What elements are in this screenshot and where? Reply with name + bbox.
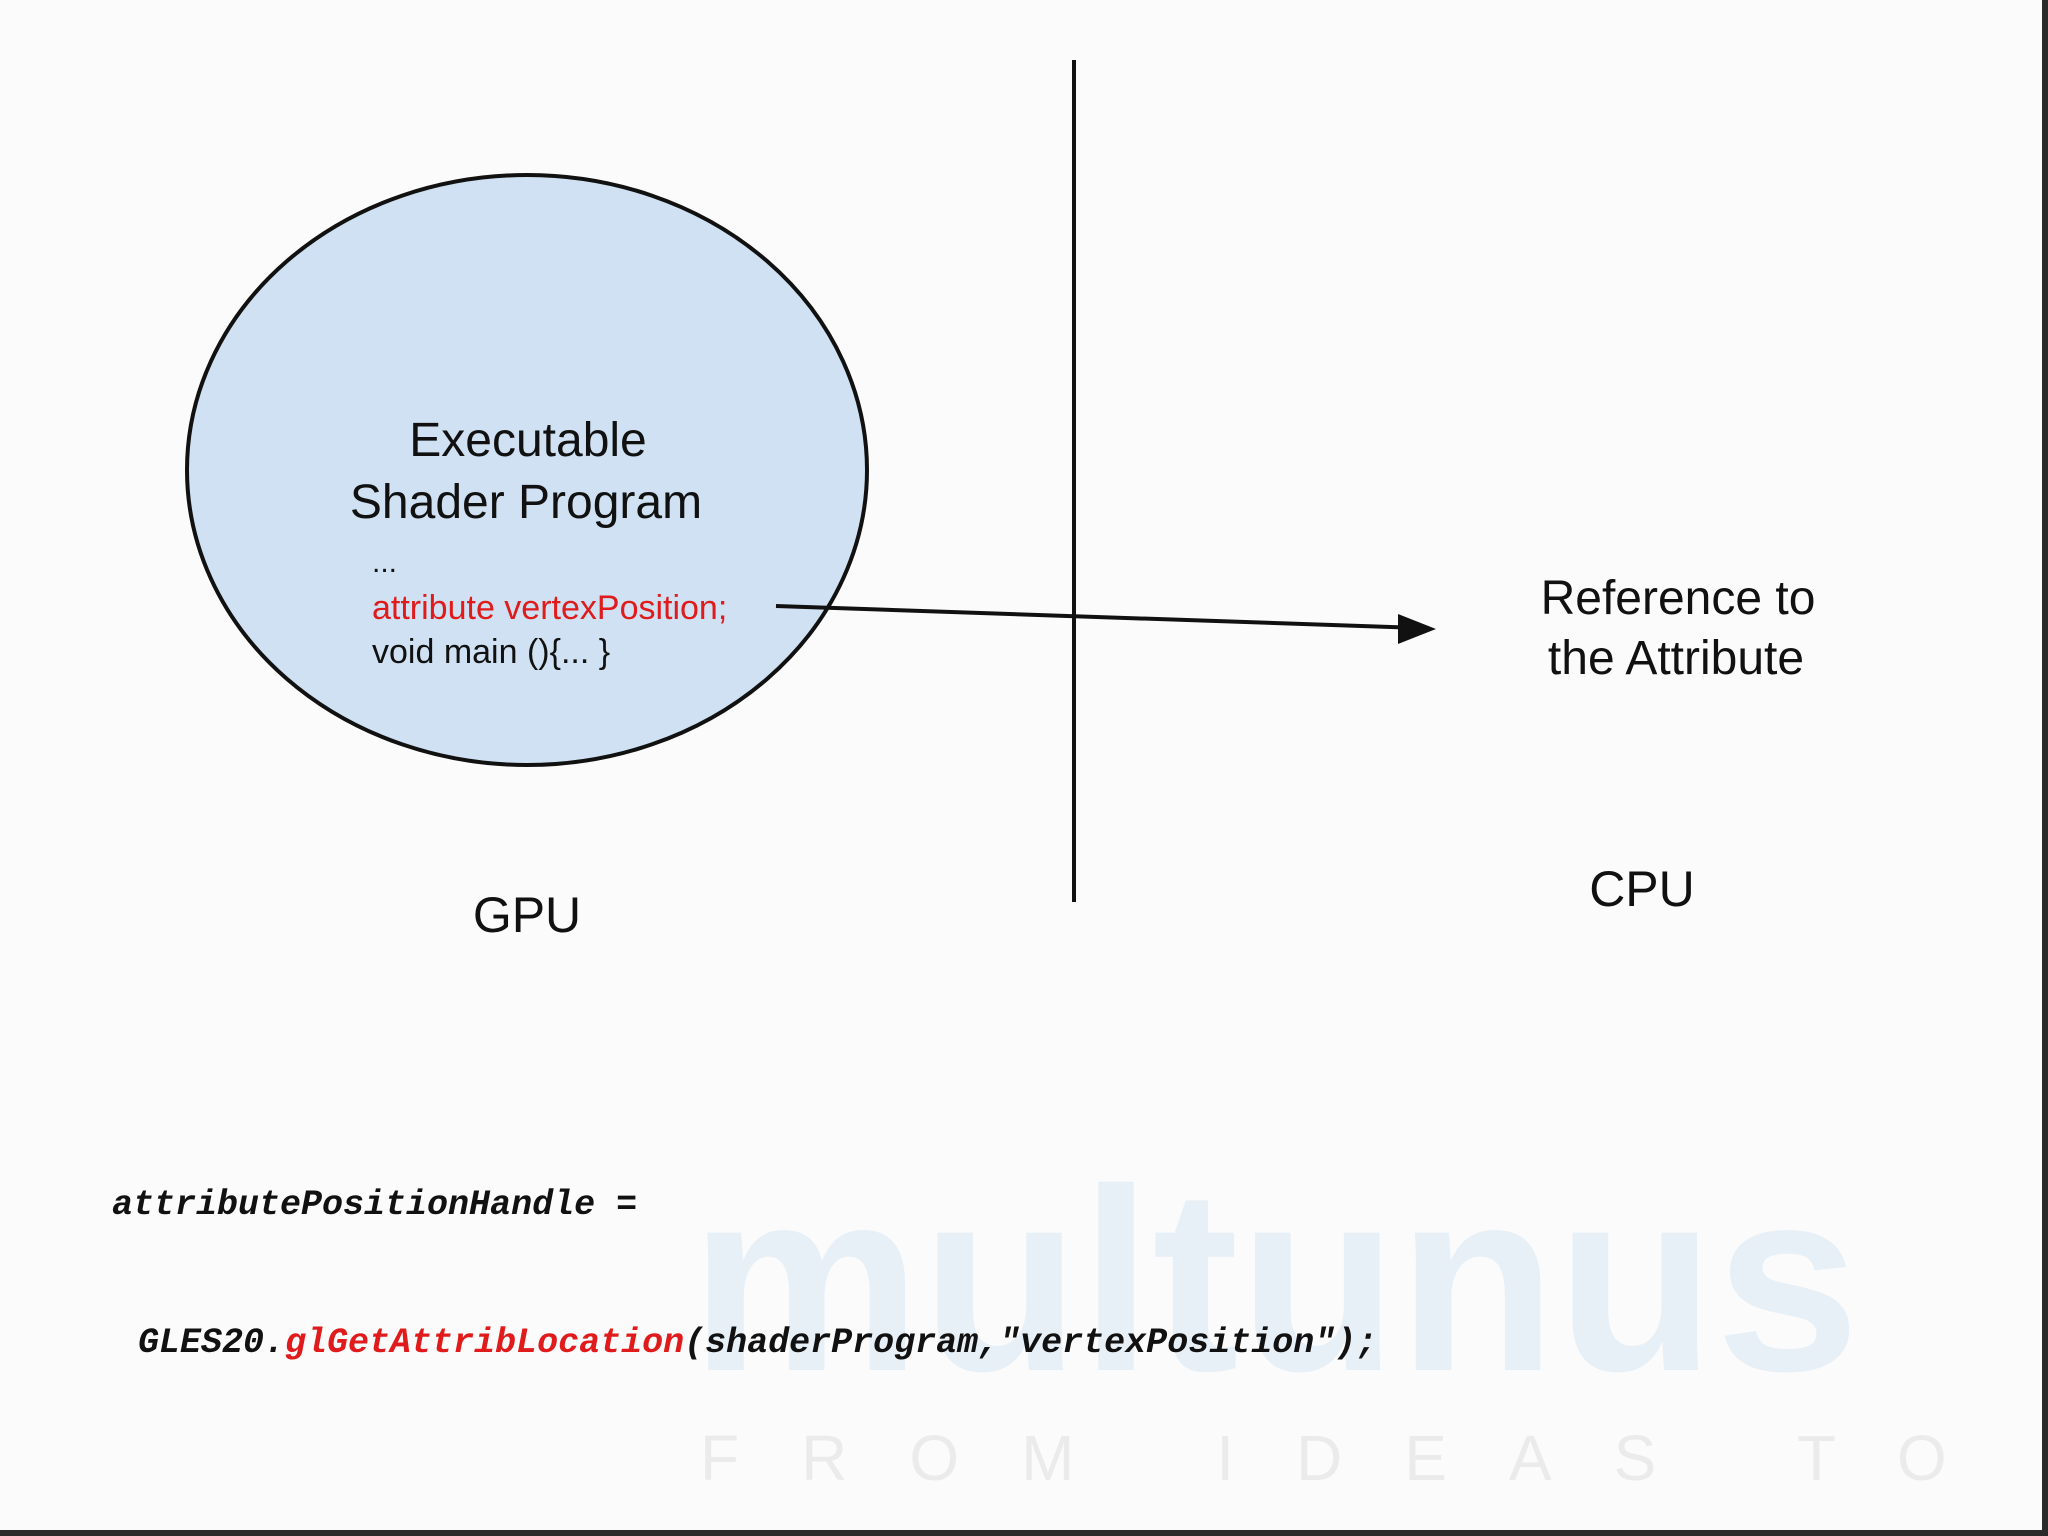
watermark-tagline: FROM IDEAS TO REALITY	[700, 1422, 1990, 1494]
reference-arrow-line	[775, 604, 1421, 630]
code-function-name: glGetAttribLocation	[285, 1323, 685, 1363]
reference-label-line2: the Attribute	[1548, 632, 1804, 685]
code-line-1: attributePositionHandle =	[112, 1185, 638, 1225]
shader-code-main: void main (){... }	[372, 633, 610, 671]
cpu-label: CPU	[1589, 861, 1695, 917]
shader-program-ellipse	[185, 173, 869, 767]
code-arguments: (shaderProgram,"vertexPosition");	[684, 1323, 1378, 1363]
reference-label-line1: Reference to	[1541, 572, 1816, 625]
code-prefix: GLES20.	[138, 1323, 286, 1363]
watermark-brand: multunus	[690, 1160, 1860, 1426]
watermark-logo: multunus FROM IDEAS TO REALITY	[690, 1160, 1990, 1494]
shader-code-attribute: attribute vertexPosition;	[372, 589, 727, 627]
gpu-label: GPU	[473, 887, 581, 943]
code-snippet: attributePositionHandle = GLES20.glGetAt…	[112, 1090, 1377, 1458]
ellipse-title-line2: Shader Program	[350, 476, 702, 529]
reference-arrow-head	[1398, 614, 1436, 644]
code-line-2: GLES20.glGetAttribLocation(shaderProgram…	[112, 1320, 1377, 1366]
ellipse-title-line1: Executable	[409, 414, 647, 467]
shader-code-ellipsis: ...	[372, 546, 397, 579]
